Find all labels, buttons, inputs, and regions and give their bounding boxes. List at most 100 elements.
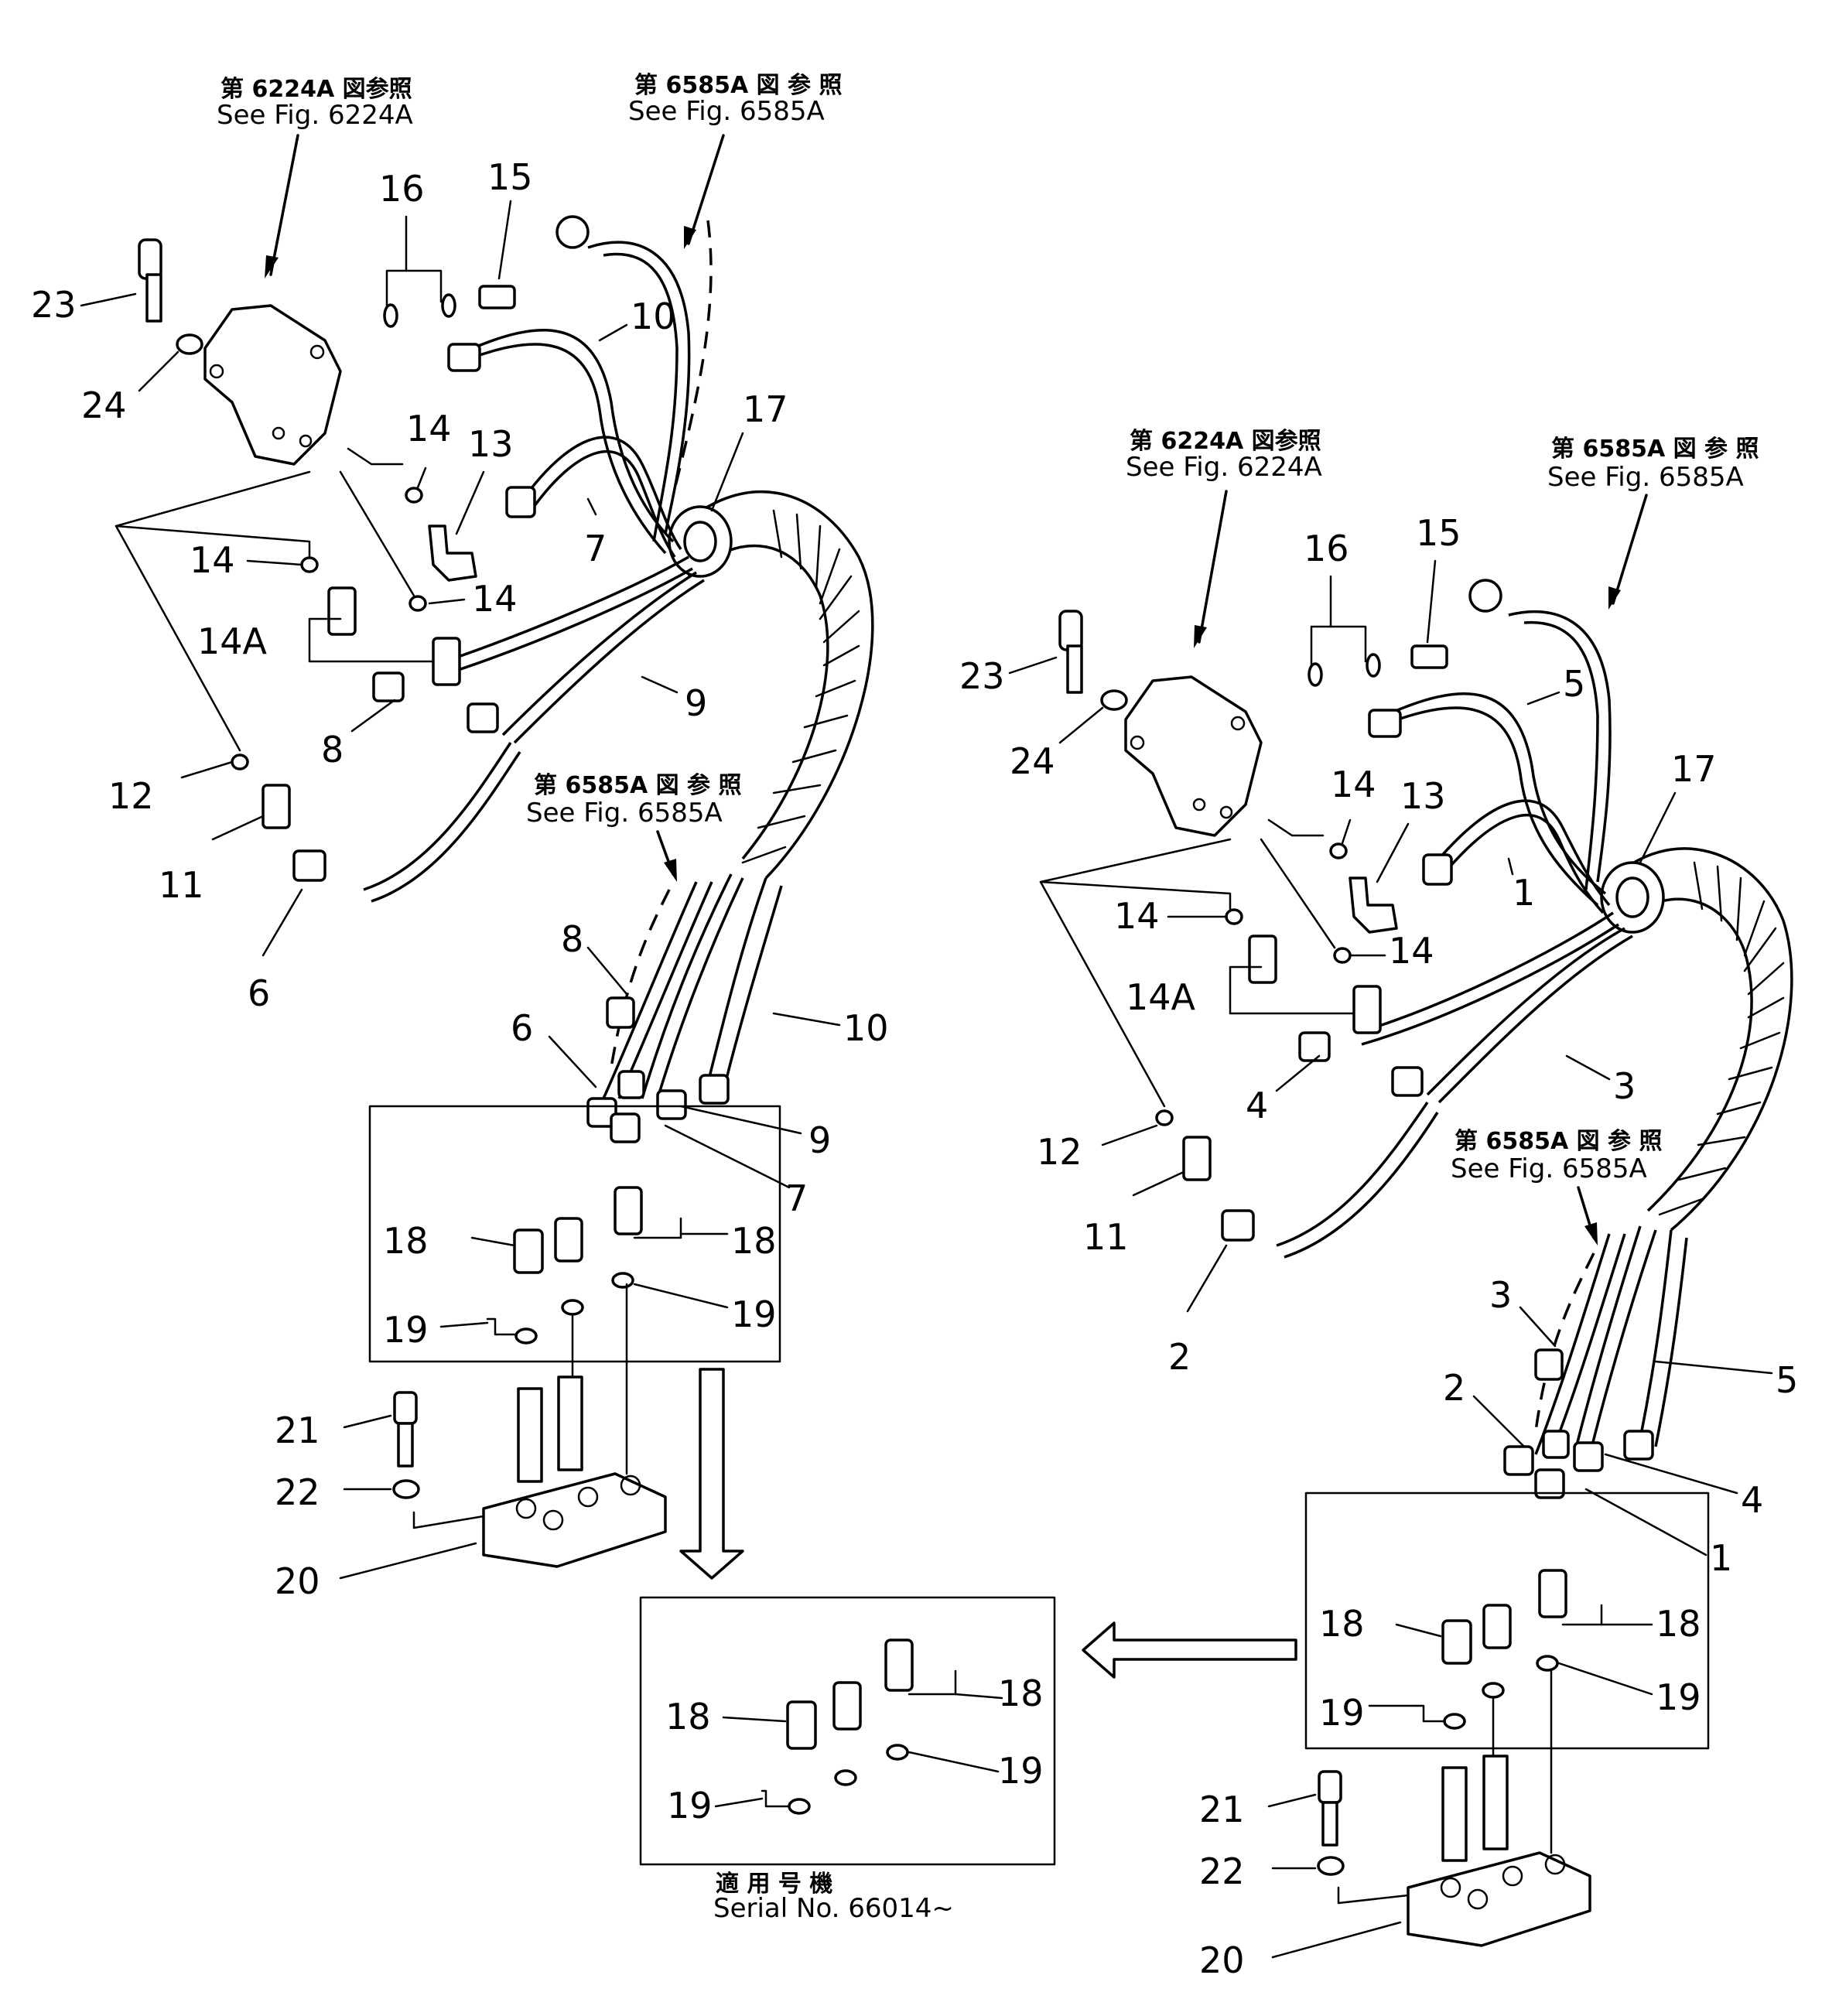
right-detail-box xyxy=(1304,1491,1710,1750)
right-bracket-line-b xyxy=(1039,880,1166,1108)
right-valve-hole-a xyxy=(1130,735,1145,750)
left-bracket-16 xyxy=(385,269,443,307)
left-bolt-21-head xyxy=(393,1391,418,1425)
right-oring-19b xyxy=(1482,1682,1505,1699)
right-label-2b: 2 xyxy=(1443,1367,1465,1409)
right-label-22: 22 xyxy=(1199,1850,1245,1892)
left-label-11: 11 xyxy=(159,864,204,906)
left-bundle-coils xyxy=(741,509,860,864)
left-bracket-18 xyxy=(633,1217,682,1239)
right-label-16: 16 xyxy=(1304,528,1349,569)
right-label-18b: 18 xyxy=(1656,1603,1701,1645)
right-hose-end-3 xyxy=(1391,1066,1424,1097)
right-label-5b: 5 xyxy=(1776,1359,1798,1401)
right-hose-5b xyxy=(1376,706,1599,907)
right-base-port-b xyxy=(1467,1888,1489,1910)
inset-oring-19b xyxy=(834,1769,857,1786)
right-label-4b: 4 xyxy=(1741,1479,1763,1521)
right-lower-end-4 xyxy=(1573,1441,1604,1472)
right-bracket-18 xyxy=(1561,1604,1603,1626)
right-part-15 xyxy=(1410,644,1448,669)
right-ref-mid-arrowhead xyxy=(1584,1222,1598,1245)
right-lower-end-a xyxy=(1542,1430,1570,1459)
left-hose-end-9 xyxy=(467,702,499,733)
left-label-15: 15 xyxy=(487,156,533,198)
left-bracket-line-a xyxy=(115,470,311,559)
left-label-20: 20 xyxy=(275,1560,320,1602)
left-elbow-13 xyxy=(428,525,477,582)
right-elbow-18c xyxy=(1538,1569,1567,1618)
right-bracket-22 xyxy=(1337,1886,1410,1905)
left-label-16: 16 xyxy=(379,168,425,210)
left-lower-end-a xyxy=(617,1070,645,1099)
right-hose-end-2 xyxy=(1221,1209,1255,1242)
inset-oring-19a xyxy=(886,1744,909,1761)
right-bracket-line-a xyxy=(1039,838,1232,911)
left-hose-8b xyxy=(436,567,693,678)
left-label-23: 23 xyxy=(31,284,77,326)
left-hose-end-6 xyxy=(292,849,326,882)
right-hose-4b xyxy=(1361,923,1619,1046)
left-label-7b: 7 xyxy=(785,1177,808,1219)
right-base-block-20 xyxy=(1407,1851,1591,1947)
inset-serial-jp: 適 用 号 機 xyxy=(716,1871,832,1898)
left-bracket-19 xyxy=(486,1317,516,1336)
right-oring-12 xyxy=(1155,1109,1174,1126)
left-ref-mid-jp: 第 6585A 図 参 照 xyxy=(534,772,742,799)
left-label-24: 24 xyxy=(81,384,127,426)
right-label-14c: 14 xyxy=(1389,930,1434,972)
right-plate-a xyxy=(1441,1766,1468,1862)
right-hose-2b xyxy=(1284,1112,1439,1259)
right-oring-19c xyxy=(1443,1713,1466,1730)
right-lower-end-5 xyxy=(1623,1430,1654,1461)
left-label-7: 7 xyxy=(584,528,607,569)
right-valve-block xyxy=(1124,675,1263,837)
right-arrow-to-inset xyxy=(1082,1621,1297,1679)
right-hose-1b xyxy=(1445,813,1605,914)
left-valve-hole-a xyxy=(209,364,224,379)
left-oring-19b xyxy=(561,1299,584,1316)
right-label-20: 20 xyxy=(1199,1939,1245,1981)
left-plate-b xyxy=(557,1375,583,1471)
right-label-4: 4 xyxy=(1246,1085,1268,1126)
left-bracket-line-d xyxy=(347,447,404,466)
right-label-23: 23 xyxy=(959,655,1005,697)
right-lower-end-3 xyxy=(1534,1348,1564,1381)
right-ref-6585-arrowhead xyxy=(1608,586,1621,610)
right-ref-mid-jp: 第 6585A 図 参 照 xyxy=(1455,1128,1663,1155)
left-label-12: 12 xyxy=(108,775,154,817)
left-clamp-17-hole xyxy=(683,521,717,562)
left-oring-14a xyxy=(405,487,423,504)
left-bolt-23-shank xyxy=(145,273,162,323)
right-bracket-line-c xyxy=(1260,838,1336,949)
left-label-10: 10 xyxy=(631,296,676,337)
left-label-19b: 19 xyxy=(731,1293,777,1335)
right-oring-19a xyxy=(1536,1655,1559,1672)
right-label-1b: 1 xyxy=(1710,1537,1732,1579)
left-detail-box xyxy=(368,1105,781,1363)
left-lower-end-9 xyxy=(656,1089,687,1120)
left-valve-hole-d xyxy=(299,434,313,448)
right-label-3: 3 xyxy=(1613,1065,1636,1107)
left-leaders xyxy=(80,200,841,1580)
left-label-6: 6 xyxy=(248,972,270,1014)
left-label-18a: 18 xyxy=(383,1220,429,1262)
left-ref-6224-en: See Fig. 6224A xyxy=(217,100,413,131)
left-bolt-23-head xyxy=(138,238,162,280)
left-elbow-18b xyxy=(554,1217,583,1263)
inset-bracket-19 xyxy=(761,1789,789,1808)
right-washer-24 xyxy=(1100,689,1128,711)
inset-oring-19c xyxy=(788,1798,811,1815)
right-ref-6224-arrowhead xyxy=(1194,625,1207,648)
left-ref-mid-en: See Fig. 6585A xyxy=(526,798,723,829)
right-ref-mid-en: See Fig. 6585A xyxy=(1451,1153,1647,1184)
right-elbow-18b xyxy=(1482,1604,1512,1649)
left-oring-16a xyxy=(383,303,398,328)
left-fitting-top-banjo xyxy=(555,215,590,249)
left-label-14a: 14 xyxy=(406,408,452,449)
left-oring-14b xyxy=(300,556,319,573)
right-hose-2 xyxy=(1276,1102,1429,1247)
right-lower-dashed xyxy=(1534,1252,1595,1432)
left-hose-10 xyxy=(463,328,675,543)
left-bundle-outer xyxy=(672,490,874,880)
